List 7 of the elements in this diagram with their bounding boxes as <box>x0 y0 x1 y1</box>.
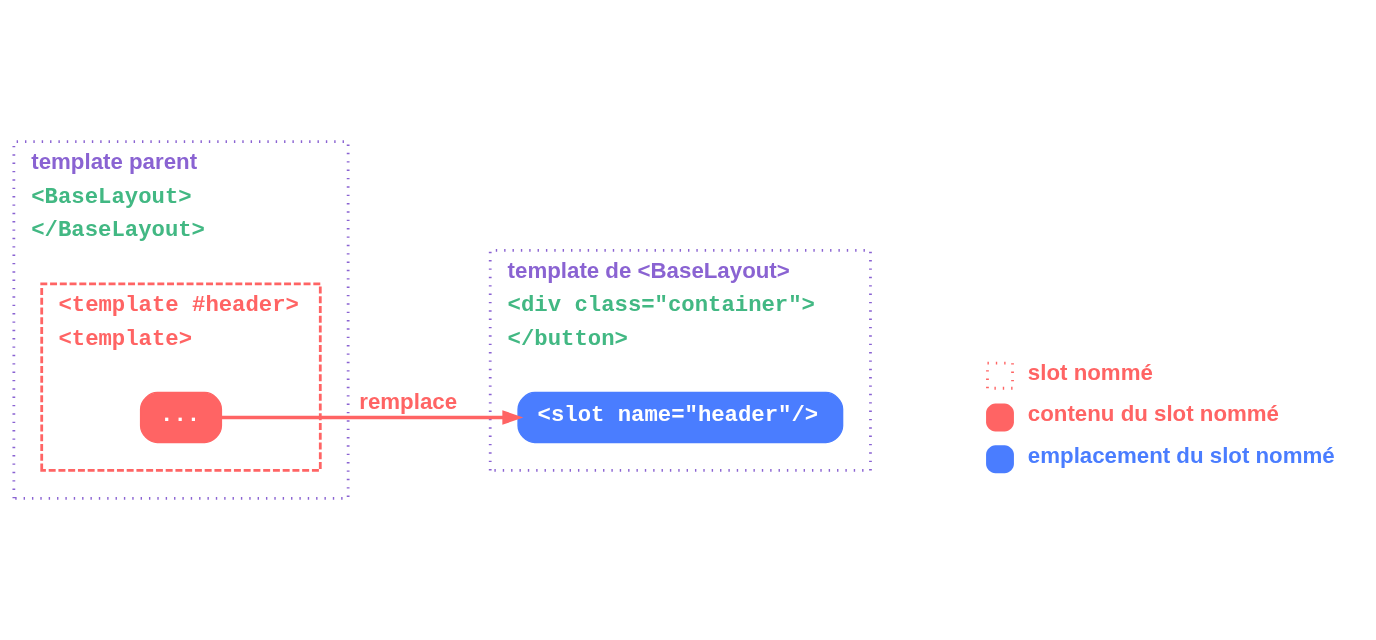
legend-label: contenu du slot nommé <box>1027 401 1279 427</box>
node-box: <slot name="header"/> <box>517 391 844 444</box>
legend-label: emplacement du slot nommé <box>1027 443 1335 469</box>
edge-label: remplace <box>359 388 458 414</box>
node-box: ... <box>139 391 223 444</box>
arrow <box>221 410 524 425</box>
legend-label: slot nommé <box>1027 359 1153 385</box>
